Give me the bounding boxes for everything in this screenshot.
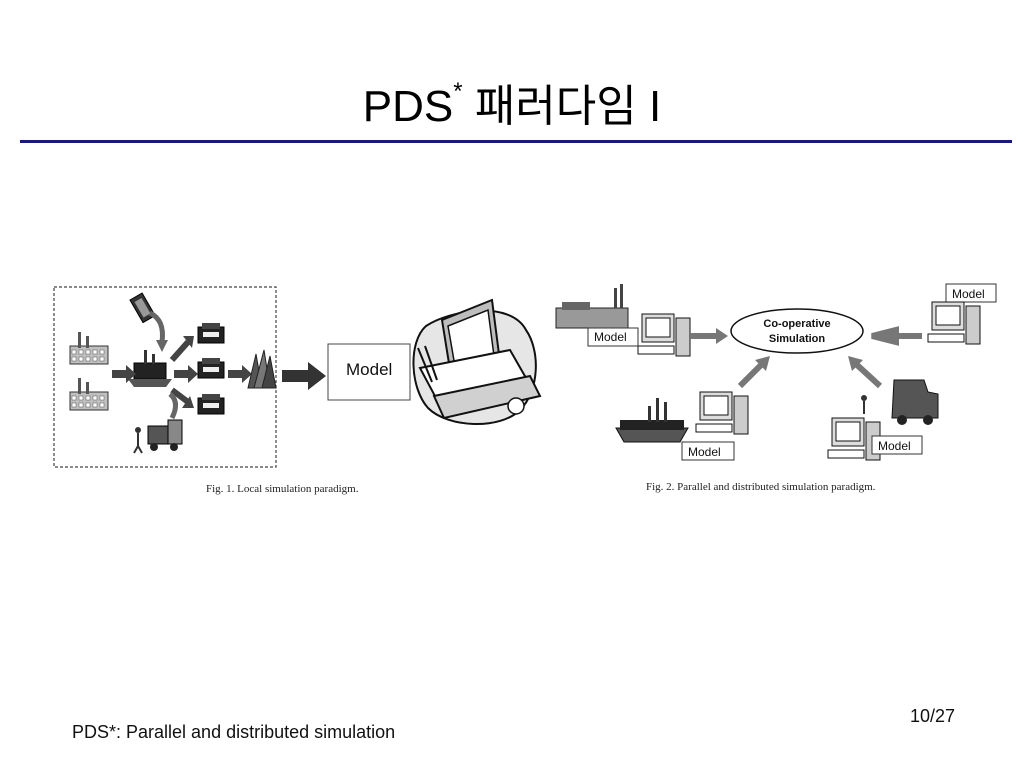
figure-1-caption: Fig. 1. Local simulation paradigm.: [206, 483, 359, 495]
title-main: PDS: [362, 82, 454, 131]
center-label-line2: Simulation: [769, 333, 826, 345]
arrow-icon: [282, 362, 326, 390]
curved-arrow-icon: [168, 392, 178, 420]
hub-icon: [128, 350, 172, 387]
title-divider: [20, 140, 1012, 143]
arrow-icon: [228, 365, 252, 383]
truck-icon: [147, 419, 183, 451]
arrow-icon: [690, 328, 728, 344]
model-tag-label: Model: [688, 445, 721, 459]
model-tag: [587, 327, 639, 347]
model-tag-label: Model: [878, 439, 911, 453]
module-icon: [197, 393, 225, 415]
hub-icon: [615, 398, 689, 443]
model-box: [327, 343, 411, 401]
model-tag-label: Model: [952, 287, 985, 301]
model-tag: [871, 435, 923, 455]
model-tag: [945, 283, 997, 303]
arrow-icon: [170, 387, 190, 405]
module-icon: [197, 357, 225, 379]
cooperative-simulation-node: [730, 308, 864, 354]
truck-icon: [891, 379, 939, 425]
arrow-icon: [169, 340, 191, 362]
module-icon: [197, 322, 225, 344]
computer-icon: [695, 391, 749, 435]
products-icon: [247, 349, 277, 389]
model-tag: [681, 441, 735, 461]
model-tag-label: Model: [594, 330, 627, 344]
figure-2: Model Co-operative Simulation Model Mode…: [555, 283, 997, 461]
worker-icon: [861, 395, 867, 414]
computer-icon: [637, 313, 691, 357]
title-rest: 패러다임 I: [462, 82, 662, 131]
local-simulation-frame: [53, 286, 277, 468]
arrow-icon: [737, 361, 765, 389]
page-number: 10/27: [910, 706, 956, 726]
factory-icon: [555, 283, 629, 329]
chip-icon: [129, 292, 156, 324]
figure-1: Model: [53, 286, 542, 468]
factory-icon: [69, 331, 109, 365]
arrow-icon: [871, 326, 922, 346]
curved-arrow-icon: [148, 310, 165, 343]
slide-title: PDS* 패러다임 I: [0, 62, 1024, 137]
worker-icon: [133, 427, 143, 454]
arrow-icon: [853, 361, 883, 389]
title-asterisk: *: [453, 78, 463, 105]
figure-2-caption: Fig. 2. Parallel and distributed simulat…: [646, 481, 876, 493]
footnote: PDS*: Parallel and distributed simulatio…: [72, 722, 396, 742]
computer-icon: [927, 301, 981, 345]
computer-clipart-icon: [412, 298, 542, 426]
factory-icon: [69, 377, 109, 411]
center-label-line1: Co-operative: [763, 318, 830, 330]
model-label: Model: [346, 360, 392, 379]
arrow-icon: [174, 365, 198, 383]
